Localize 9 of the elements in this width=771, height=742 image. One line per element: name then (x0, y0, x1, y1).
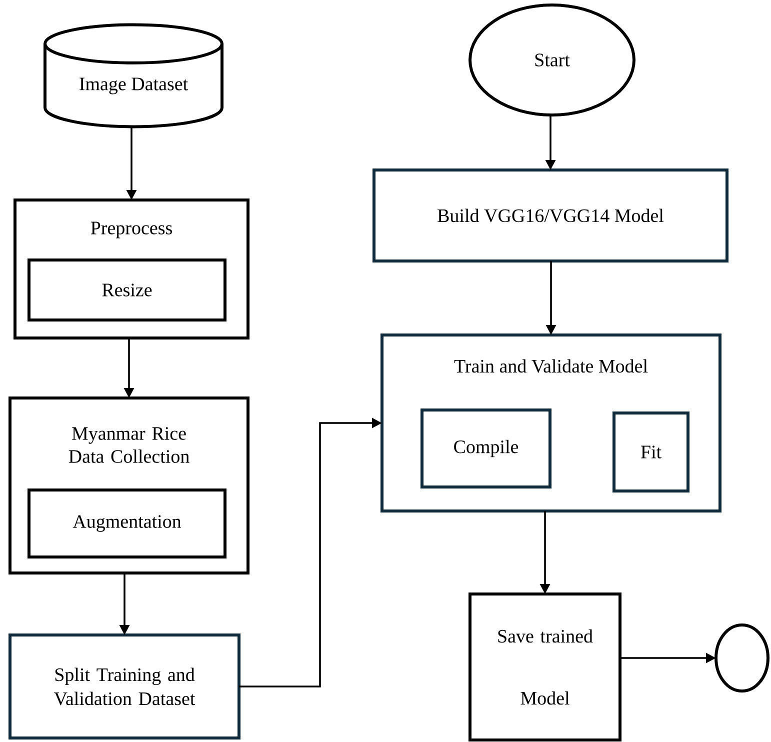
database-cylinder: Image Dataset (44, 23, 224, 128)
process-box: Split Training and Validation Dataset (8, 634, 240, 740)
process-box: Fit (612, 412, 690, 492)
process-box: Resize (28, 258, 226, 322)
process-box: Build VGG16/VGG14 Model (372, 168, 728, 262)
process-box: Augmentation (28, 488, 226, 558)
circle-shape (714, 624, 770, 692)
process-box: Compile (420, 408, 552, 488)
process-box: Save trained Model (468, 592, 622, 742)
